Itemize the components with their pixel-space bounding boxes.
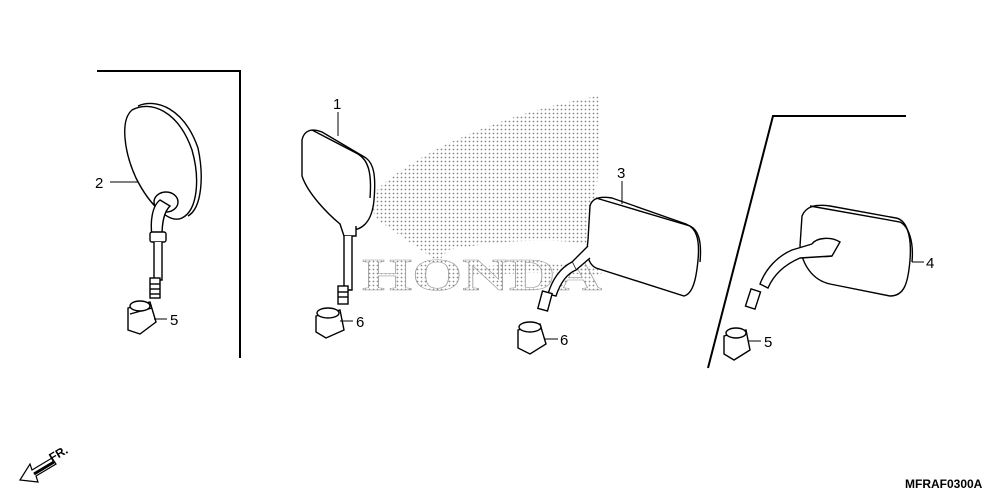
section-divider-right (707, 115, 906, 369)
nut-right (723, 327, 751, 361)
nut-center-right (517, 321, 547, 355)
callout-5-left: 5 (170, 312, 178, 329)
mirror-left-round (124, 102, 202, 299)
callout-1: 1 (333, 96, 341, 113)
nut-left (127, 300, 157, 335)
callout-5-right: 5 (764, 334, 772, 351)
wing-shape (371, 96, 600, 262)
nut-center-left (315, 307, 345, 339)
front-direction-arrow-icon: FR. (18, 443, 70, 483)
callout-4: 4 (926, 255, 934, 272)
leader-lines (110, 112, 924, 342)
callout-6-left: 6 (356, 314, 364, 331)
callout-2: 2 (95, 175, 103, 192)
section-divider-left (97, 70, 241, 358)
callout-6-right: 6 (560, 332, 568, 349)
mirror-center-left (301, 129, 376, 305)
drawing-code: MFRAF0300A (905, 477, 983, 491)
callout-3: 3 (617, 165, 625, 182)
mirror-right-rect (744, 204, 914, 310)
mirror-center-right (536, 196, 702, 312)
